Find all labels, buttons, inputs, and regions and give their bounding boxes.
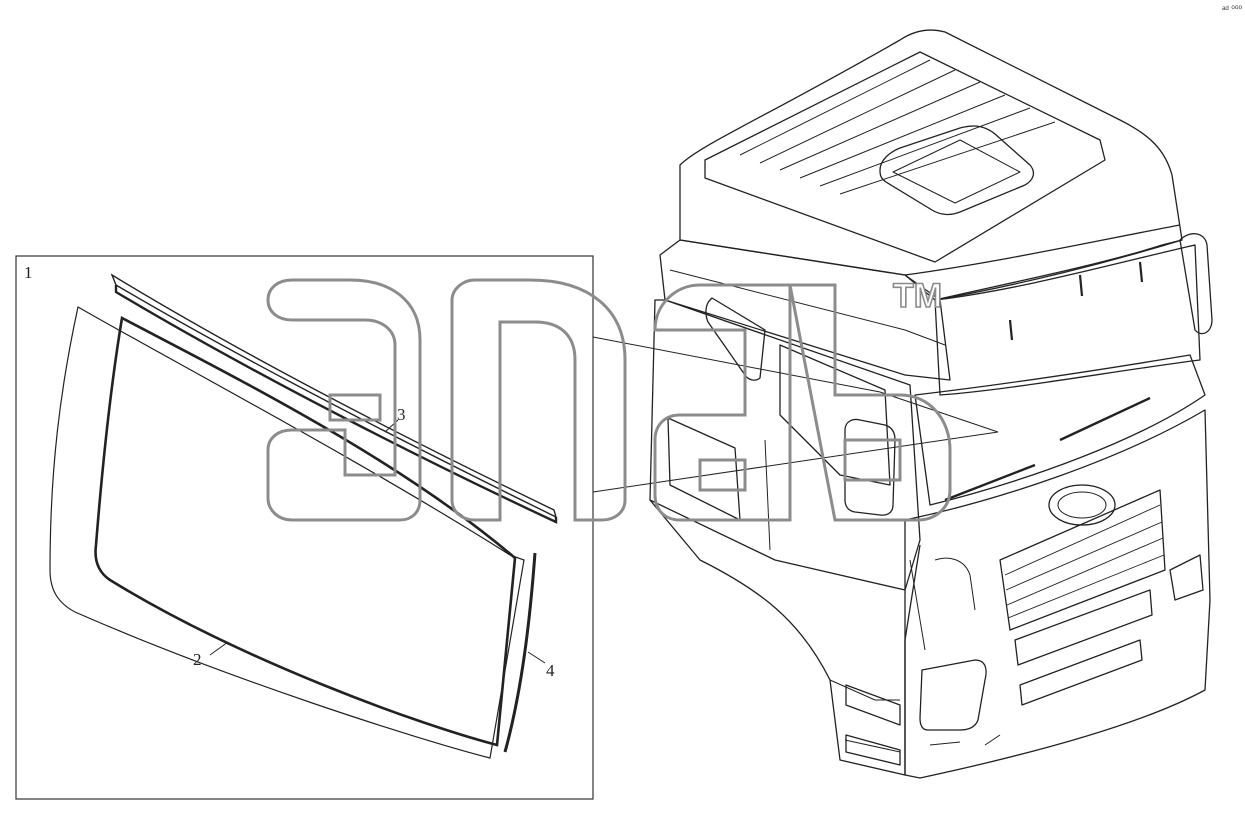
sunroof — [879, 125, 1035, 216]
pointer-line-3 — [592, 431, 999, 493]
part-label-2: 2 — [193, 650, 202, 669]
cab-windshield — [914, 354, 1206, 506]
windshield-seal — [94, 316, 517, 747]
pointer-line-1 — [592, 336, 881, 393]
steps — [845, 684, 901, 766]
watermark-tm: TM — [893, 277, 942, 315]
truck-cab — [649, 29, 1213, 779]
watermark-letter-3 — [653, 283, 792, 522]
side-seal — [503, 552, 537, 753]
bumper-grille — [1014, 589, 1153, 666]
right-mirror — [1179, 233, 1213, 335]
upper-side-panel — [659, 239, 951, 381]
part-label-1: 1 — [24, 263, 33, 282]
watermark-letter-2 — [450, 278, 627, 522]
front-badge — [1048, 484, 1116, 526]
windshield-glass — [49, 306, 525, 759]
part-label-3: 3 — [397, 405, 406, 424]
watermark-letter-1 — [266, 278, 422, 522]
side-window-lower — [667, 417, 741, 521]
part-label-4: 4 — [546, 661, 555, 680]
watermark-letter-4 — [788, 283, 952, 522]
leader-4 — [527, 651, 546, 664]
headlight — [919, 659, 987, 731]
side-mirror — [844, 418, 896, 516]
cab-lower-side — [649, 499, 921, 776]
grille — [999, 489, 1166, 631]
detail-frame — [15, 255, 594, 800]
cab-roof — [679, 29, 1183, 301]
roof-front-edge — [904, 224, 1181, 276]
cab-door — [649, 299, 921, 591]
cab-front-upper — [934, 244, 1201, 396]
roof-panel — [704, 51, 1106, 263]
cab-front — [904, 409, 1211, 779]
watermark — [266, 278, 952, 522]
right-headlight — [1169, 554, 1204, 601]
pointer-line-2 — [879, 391, 999, 433]
corner-mark: ᵃᵈ ⁰⁰⁰ — [1222, 4, 1242, 14]
leader-2 — [209, 641, 229, 656]
